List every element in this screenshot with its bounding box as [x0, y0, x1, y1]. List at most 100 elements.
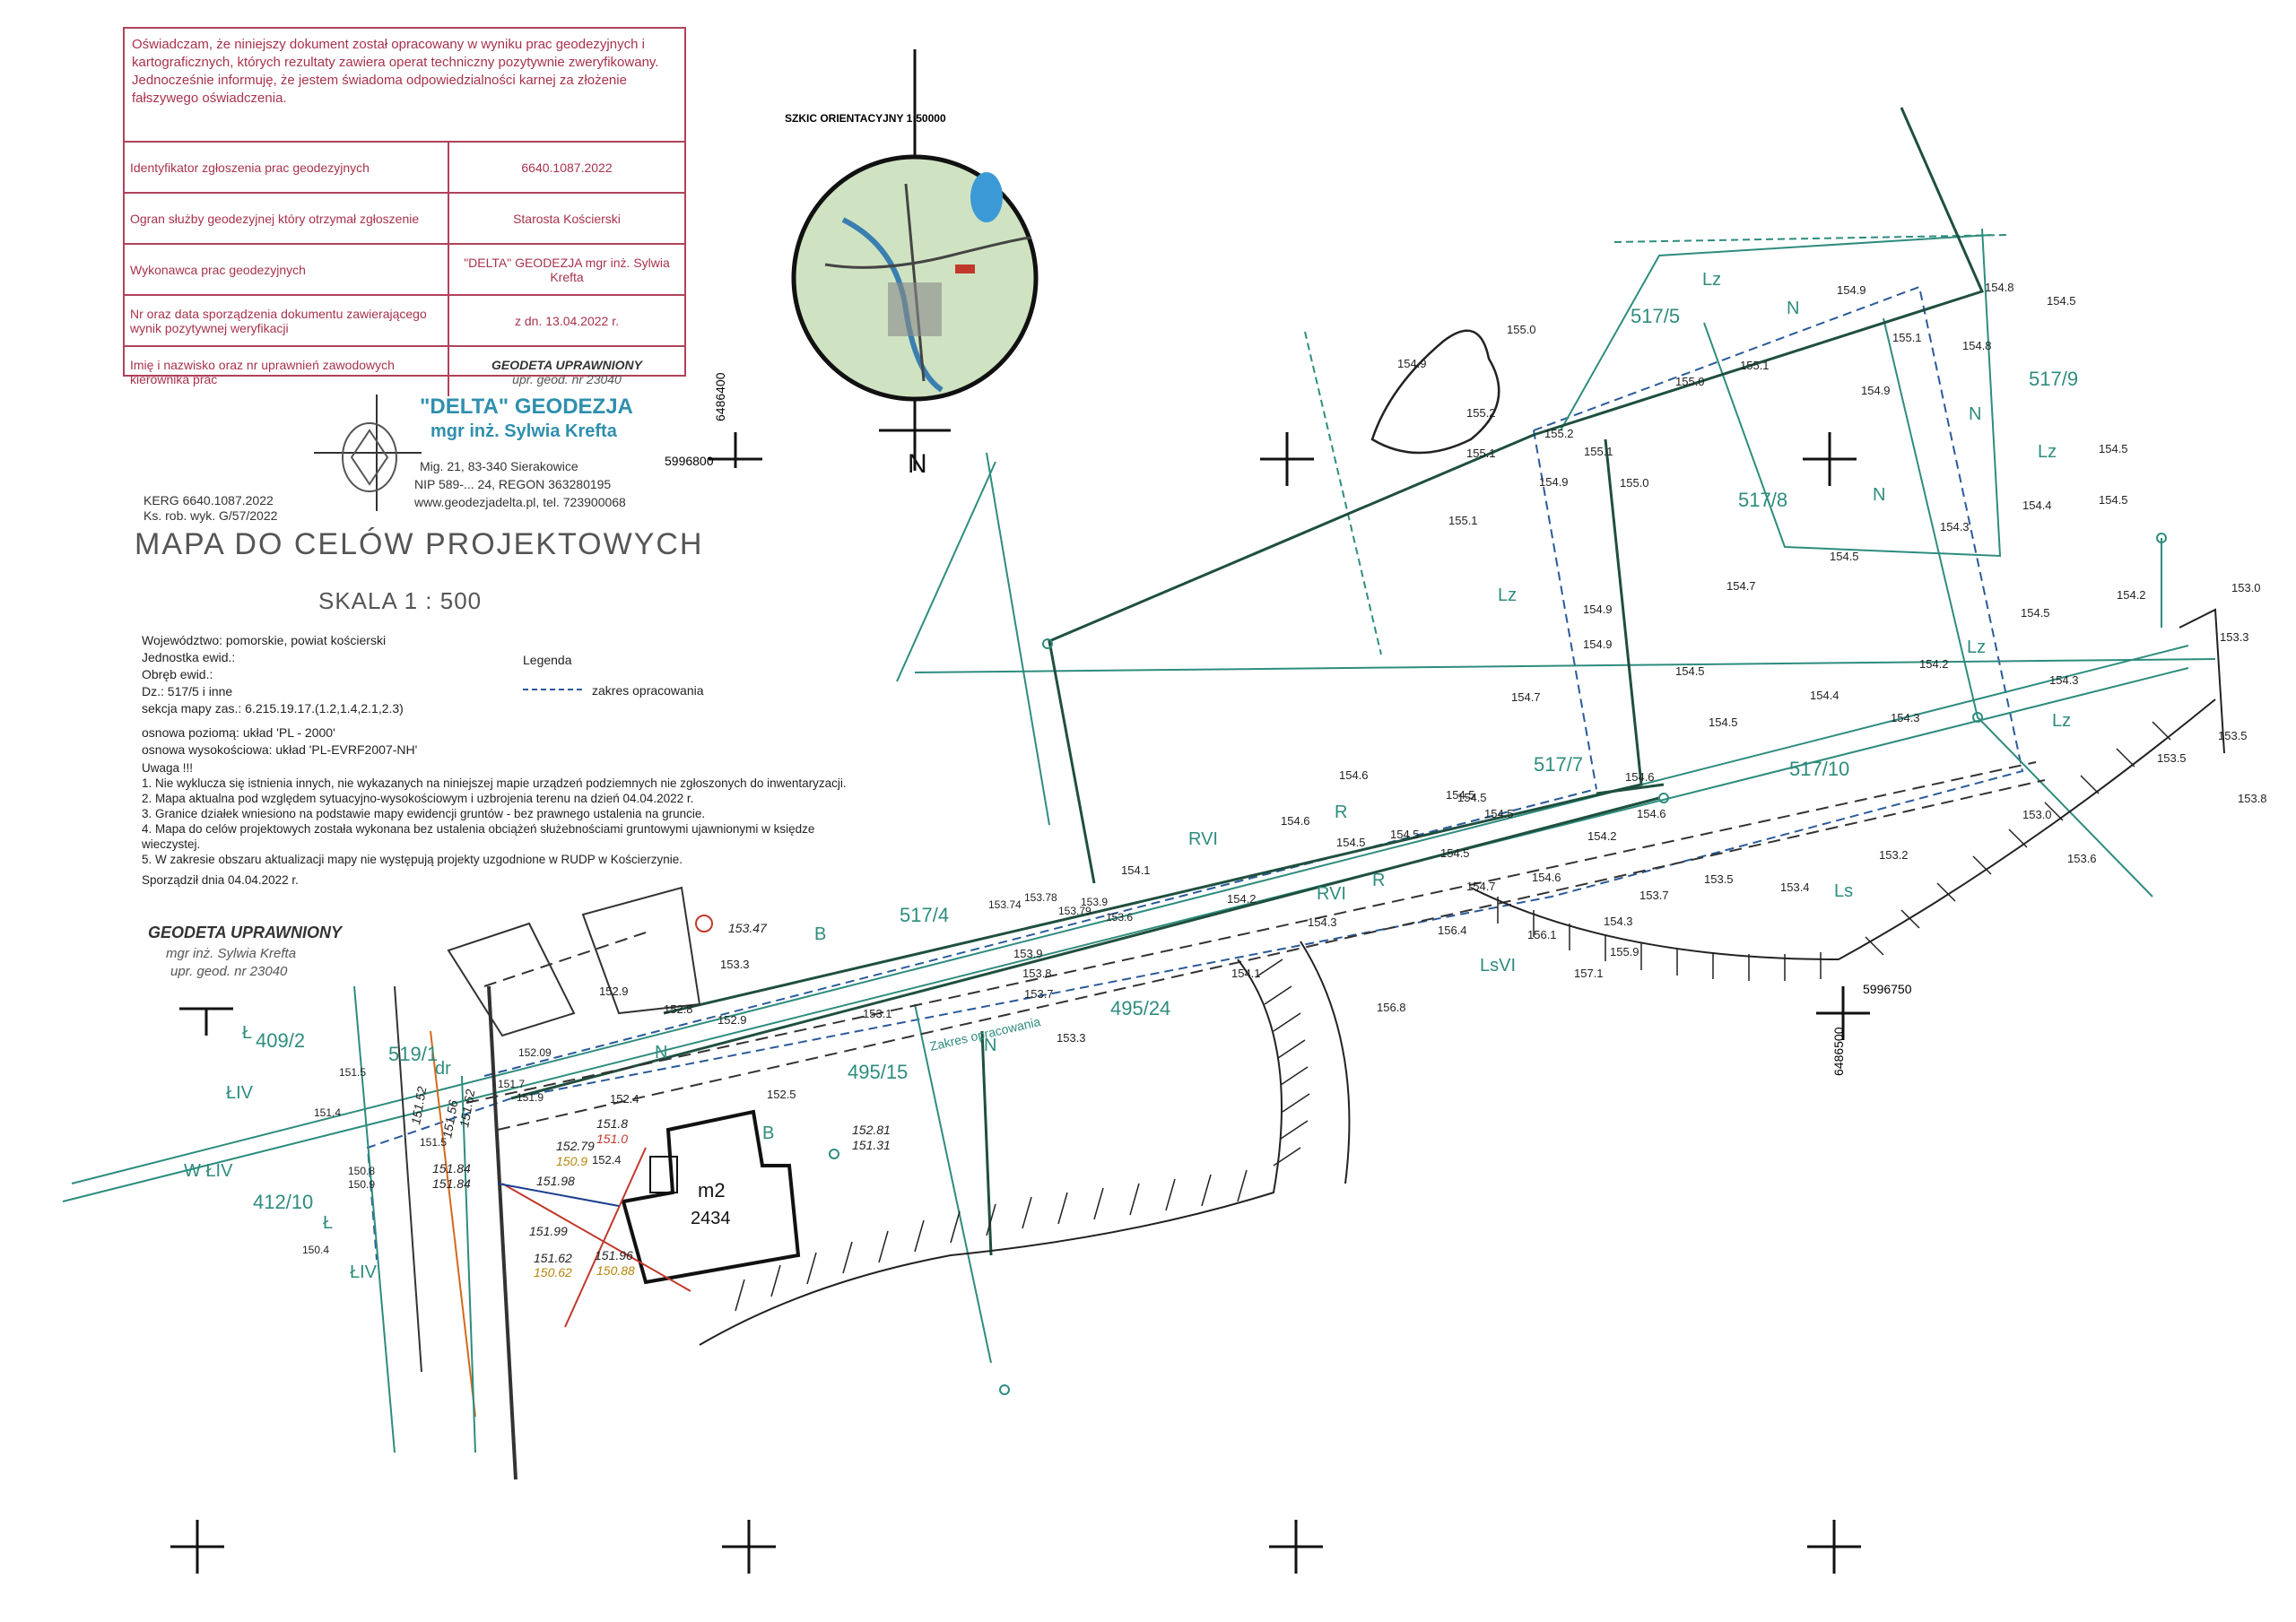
elevation: 156.1 — [1527, 928, 1557, 941]
parcel-label: 517/10 — [1789, 758, 1849, 780]
landuse-label: ŁIV — [226, 1083, 254, 1103]
notes-block: Uwaga !!! 1. Nie wyklucza się istnienia … — [142, 760, 859, 888]
elevation: 154.4 — [2022, 499, 2052, 512]
elevation: 154.7 — [1511, 690, 1541, 704]
landuse-label: Lz — [1702, 270, 1721, 290]
work-book-number: Ks. rob. wyk. G/57/2022 — [144, 508, 278, 523]
parcel-label: 517/5 — [1631, 305, 1680, 327]
elevation: 152.79 — [556, 1139, 595, 1153]
elevation: 154.5 — [1675, 664, 1705, 678]
boundary-lines — [510, 107, 1985, 1256]
note-item: 2. Mapa aktualna pod względem sytuacyjno… — [142, 792, 694, 805]
legend-line — [523, 689, 586, 690]
elevation: 151.4 — [314, 1106, 341, 1119]
firm-logo — [314, 395, 422, 511]
road-edges — [465, 761, 2046, 1131]
parcel-label: 495/15 — [848, 1061, 908, 1083]
landuse-label: RVI — [1317, 884, 1346, 904]
elevation: 153.4 — [1780, 880, 1810, 894]
elevation: 154.5 — [1446, 788, 1475, 802]
note-item: 5. W zakresie obszaru aktualizacji mapy … — [142, 853, 683, 866]
meta-wysok: osnowa wysokościowa: układ 'PL-EVRF2007-… — [142, 742, 418, 757]
cert-label: Nr oraz data sporządzenia dokumentu zawi… — [125, 294, 448, 346]
elevation: 154.1 — [1121, 863, 1151, 877]
note-item: 1. Nie wyklucza się istnienia innych, ni… — [142, 776, 847, 790]
cert-value: GEODETA UPRAWNIONY upr. geod. nr 23040 — [448, 345, 684, 396]
signer-title: GEODETA UPRAWNIONY — [148, 924, 343, 941]
cert-label: Ogran służby geodezyjnej który otrzymał … — [125, 192, 448, 244]
elevation: 153.2 — [1879, 848, 1909, 862]
cert-value: "DELTA" GEODEZJA mgr inż. Sylwia Krefta — [448, 243, 684, 295]
elevation: 155.1 — [1466, 447, 1496, 460]
elevation: 154.3 — [1308, 915, 1337, 929]
elevation: 155.2 — [1466, 406, 1496, 420]
elevation: 155.1 — [1892, 331, 1922, 344]
landuse-label: B — [814, 924, 826, 944]
elevation: 153.74 — [988, 898, 1022, 911]
coord-label: 6486400 — [713, 372, 727, 421]
building-outline — [621, 1109, 801, 1285]
parcel-label: 517/7 — [1534, 753, 1583, 776]
building-type: m2 — [698, 1179, 726, 1201]
coord-label: 5996800 — [665, 454, 714, 468]
cert-label: Imię i nazwisko oraz nr uprawnień zawodo… — [125, 345, 448, 396]
firm-web: www.geodezjadelta.pl, tel. 723900068 — [414, 495, 626, 509]
elevation: 153.8 — [1022, 967, 1052, 980]
elevation: 152.09 — [518, 1046, 552, 1059]
parcel-label: 519/1 — [388, 1043, 438, 1065]
elevation: 151.5 — [420, 1136, 447, 1149]
elevation: 154.5 — [2021, 606, 2050, 620]
landuse-label: LsVI — [1480, 956, 1516, 976]
elevation: 153.78 — [1024, 891, 1057, 904]
elevation: 153.5 — [2157, 751, 2187, 765]
measured-heights: 153.47 152.81 151.31 152.79 151.0 151.8 … — [408, 921, 891, 1279]
elevation: 150.9 — [348, 1178, 375, 1191]
signer-license: upr. geod. nr 23040 — [170, 964, 288, 979]
elevation: 155.0 — [1675, 375, 1705, 388]
firm-address: Mig. 21, 83-340 Sierakowice — [420, 459, 578, 473]
landuse-label: N — [1969, 404, 1981, 424]
landuse-label: B — [762, 1123, 774, 1143]
elevation: 154.5 — [1457, 791, 1487, 804]
elevation: 155.9 — [1610, 945, 1639, 958]
certification-table: Oświadczam, że niniejszy dokument został… — [123, 27, 686, 396]
elevation: 154.6 — [1637, 807, 1666, 820]
landuse-label: Lz — [1498, 585, 1517, 605]
elevation: 154.2 — [1227, 892, 1257, 906]
cert-label: Wykonawca prac geodezyjnych — [125, 243, 448, 295]
grid-crosses — [170, 432, 1870, 1574]
cert-row: Ogran służby geodezyjnej który otrzymał … — [125, 192, 684, 244]
landuse-label: W ŁIV — [184, 1161, 233, 1181]
elevation: 154.5 — [1709, 716, 1738, 729]
elevation: 154.6 — [1281, 814, 1310, 828]
landuse-label: R — [1372, 871, 1385, 890]
elevation: 150.62 — [534, 1265, 572, 1279]
elevation: 152.9 — [718, 1013, 747, 1027]
landuse-label: Ł — [242, 1023, 252, 1043]
point-markers — [829, 533, 2167, 1395]
landuse-label: Lz — [1967, 638, 1986, 657]
elevation: 151.52 — [408, 1085, 429, 1125]
landuse-label: Lz — [2052, 711, 2071, 731]
elevation: 153.0 — [2231, 581, 2261, 594]
elevation: 154.8 — [1985, 281, 2014, 294]
elevation: 153.47 — [728, 921, 768, 935]
elevation: 151.84 — [432, 1161, 471, 1175]
elevation: 154.5 — [1440, 846, 1470, 860]
elevation: 154.5 — [1830, 550, 1859, 563]
cert-value: 6640.1087.2022 — [448, 141, 684, 193]
elevation: 153.5 — [1704, 872, 1734, 886]
elevation: 152.81 — [852, 1123, 891, 1137]
elevation: 151.62 — [457, 1088, 477, 1128]
elevation: 154.2 — [1919, 657, 1949, 671]
elevation: 154.5 — [1336, 836, 1366, 849]
meta-poziom: osnowa poziomą: układ 'PL - 2000' — [142, 725, 335, 740]
elevation: 150.88 — [596, 1263, 635, 1278]
elevation: 154.6 — [1625, 770, 1655, 784]
elevation: 153.0 — [2022, 808, 2052, 821]
parcel-label: 495/24 — [1110, 997, 1170, 1019]
hydrant-marker — [695, 915, 713, 932]
elevation: 155.1 — [1584, 445, 1613, 458]
cert-value: z dn. 13.04.2022 r. — [448, 294, 684, 346]
